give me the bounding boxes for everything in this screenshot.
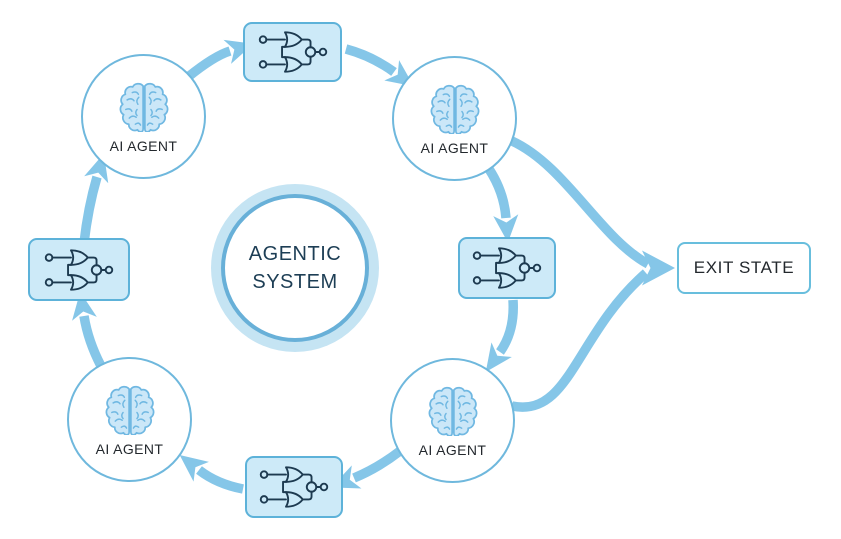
brain-icon bbox=[116, 80, 172, 132]
logic-gate-icon bbox=[44, 248, 114, 291]
agent-node-top-left: AI AGENT bbox=[81, 54, 206, 179]
brain-icon bbox=[427, 82, 483, 134]
arrow-gate-top-to-agent-top-right bbox=[344, 44, 414, 87]
system-circle-inner: AGENTIC SYSTEM bbox=[221, 194, 369, 342]
arrow-gate-bottom-to-agent-bottom-left bbox=[179, 454, 244, 494]
arrow-agent-bottom-left-to-gate-left bbox=[72, 291, 106, 369]
exit-state-label: EXIT STATE bbox=[693, 258, 795, 277]
brain-icon bbox=[425, 384, 481, 436]
arrow-agent-top-left-to-gate-top bbox=[185, 39, 254, 81]
agent-label: AI AGENT bbox=[109, 137, 178, 154]
gate-node-top bbox=[243, 22, 342, 82]
system-title-line1: AGENTIC bbox=[248, 243, 342, 265]
gate-node-left bbox=[28, 238, 130, 301]
agent-node-top-right: AI AGENT bbox=[392, 56, 517, 181]
system-title: AGENTIC SYSTEM bbox=[249, 240, 341, 296]
exit-state-box: EXIT STATE bbox=[677, 242, 811, 294]
logic-gate-icon bbox=[259, 466, 329, 508]
brain-icon bbox=[102, 383, 158, 435]
arrow-gate-right-to-agent-bottom-right bbox=[485, 299, 518, 372]
logic-gate-icon bbox=[472, 247, 542, 289]
logic-gate-icon bbox=[258, 31, 327, 73]
gate-node-right bbox=[458, 237, 556, 299]
agent-node-bottom-right: AI AGENT bbox=[390, 358, 515, 483]
arrow-agent-top-right-to-gate-right bbox=[484, 166, 519, 243]
agent-label: AI AGENT bbox=[418, 441, 487, 458]
system-title-line2: SYSTEM bbox=[252, 271, 338, 293]
system-circle: AGENTIC SYSTEM bbox=[211, 184, 379, 352]
arrow-agent-bottom-right-to-gate-bottom bbox=[331, 447, 403, 489]
arrow-agent-bottom-right-to-exit bbox=[511, 269, 650, 412]
exit-arrowhead bbox=[642, 250, 675, 286]
arrow-agent-top-right-to-exit bbox=[509, 136, 651, 269]
arrow-gate-left-to-agent-top-left bbox=[79, 153, 109, 244]
gate-node-bottom bbox=[245, 456, 343, 518]
agent-label: AI AGENT bbox=[95, 440, 164, 457]
agent-label: AI AGENT bbox=[420, 139, 489, 156]
agent-node-bottom-left: AI AGENT bbox=[67, 357, 192, 482]
